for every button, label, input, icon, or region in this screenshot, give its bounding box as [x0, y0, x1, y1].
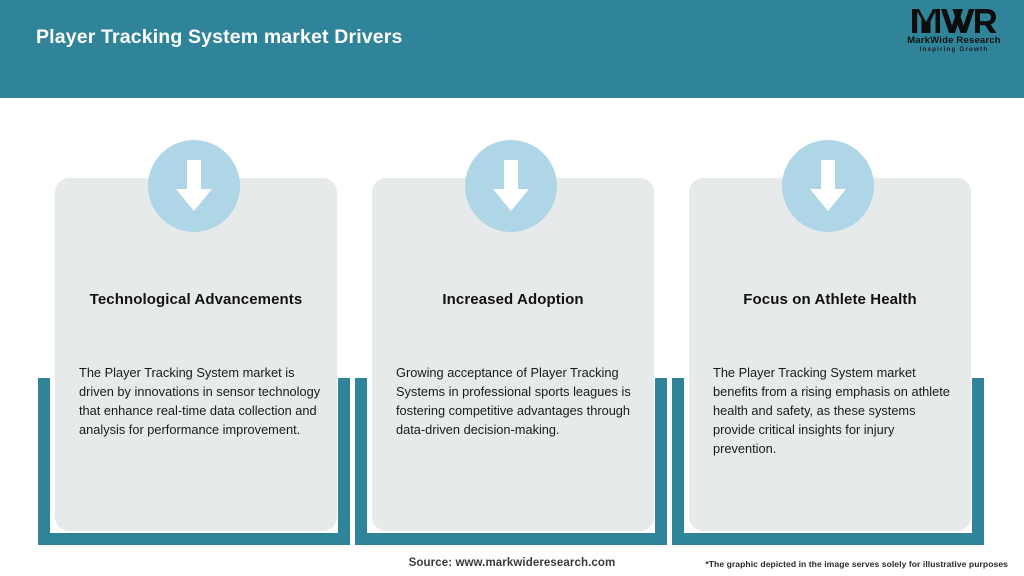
driver-card[interactable]: Technological Advancements The Player Tr…	[55, 178, 337, 531]
brand-logo: MarkWide Research Inspiring Growth	[902, 8, 1006, 62]
down-arrow-icon	[782, 140, 874, 232]
down-arrow-icon	[465, 140, 557, 232]
card-accent-frame	[355, 378, 667, 545]
card-title: Increased Adoption	[442, 291, 584, 308]
card-body: The Player Tracking System market is dri…	[79, 365, 321, 437]
driver-card[interactable]: Increased Adoption Growing acceptance of…	[372, 178, 654, 531]
card-accent-frame	[38, 378, 350, 545]
driver-card[interactable]: Focus on Athlete Health The Player Track…	[689, 178, 971, 531]
source-label: Source: www.markwideresearch.com	[408, 557, 616, 569]
logo-name: MarkWide Research	[907, 35, 1001, 46]
disclaimer-label: *The graphic depicted in the image serve…	[705, 559, 1008, 569]
page-title: Player Tracking System market Drivers	[36, 26, 403, 48]
mwr-logo-icon	[912, 9, 997, 33]
card-body: Growing acceptance of Player Tracking Sy…	[396, 365, 631, 437]
header-bar: Player Tracking System market Drivers Ma…	[0, 0, 1024, 98]
card-title: Technological Advancements	[89, 291, 303, 308]
logo-tagline: Inspiring Growth	[919, 46, 989, 53]
card-accent-frame	[672, 378, 984, 545]
card-title: Focus on Athlete Health	[743, 291, 917, 308]
card-body: The Player Tracking System market benefi…	[713, 365, 950, 456]
down-arrow-icon	[148, 140, 240, 232]
